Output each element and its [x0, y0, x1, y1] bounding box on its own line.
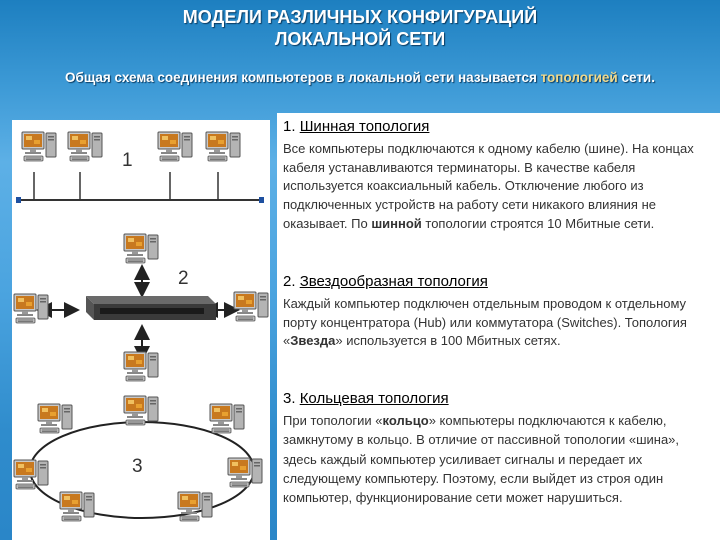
text-part: » используется в 100 Мбитных сетях.: [335, 333, 561, 349]
bus-terminator-right: [259, 197, 264, 203]
star-diagram-label: 2: [178, 268, 189, 289]
star-topology-diagram: [36, 264, 240, 362]
ring-computer-icon-2: [122, 394, 162, 434]
text-part: » компьютеры подключаются к кабелю, замк…: [283, 413, 680, 506]
ring-diagram-label: 3: [132, 456, 143, 477]
subtitle-text-after: сети.: [617, 70, 655, 85]
section-number: 2.: [283, 273, 296, 290]
star-computer-icon-right: [232, 290, 272, 330]
ring-computer-icon-3: [208, 402, 248, 442]
bus-computer-icon-1: [20, 130, 60, 170]
section-title: Шинная топология: [299, 118, 430, 135]
ring-computer-icon-7: [176, 490, 216, 530]
page-title: МОДЕЛИ РАЗЛИЧНЫХ КОНФИГУРАЦИЙ ЛОКАЛЬНОЙ …: [0, 6, 720, 50]
star-computer-icon-left: [12, 292, 52, 332]
ring-computer-icon-4: [12, 458, 52, 498]
title-line-1: МОДЕЛИ РАЗЛИЧНЫХ КОНФИГУРАЦИЙ: [182, 7, 538, 27]
bus-diagram-label: 1: [122, 150, 133, 171]
section-text-bus: Все компьютеры подключаются к одному каб…: [283, 140, 713, 234]
bus-terminator-left: [16, 197, 21, 203]
section-text-ring: При топологии «кольцо» компьютеры подклю…: [283, 411, 713, 507]
section-title: Звездообразная топология: [299, 273, 488, 290]
bus-computer-icon-2: [66, 130, 106, 170]
ring-computer-icon-6: [58, 490, 98, 530]
subtitle-highlight: топологией: [540, 70, 618, 85]
section-number: 3.: [283, 390, 296, 407]
star-computer-icon-bottom: [122, 350, 162, 390]
bus-topology-diagram: [16, 172, 264, 203]
network-switch: [86, 296, 216, 320]
subtitle: Общая схема соединения компьютеров в лок…: [0, 70, 720, 85]
text-bold: шинной: [371, 215, 422, 231]
title-line-2: ЛОКАЛЬНОЙ СЕТИ: [274, 29, 446, 49]
ring-computer-icon-1: [36, 402, 76, 442]
subtitle-text-before: Общая схема соединения компьютеров в лок…: [64, 70, 541, 85]
section-number: 1.: [283, 118, 296, 135]
text-part: Все компьютеры подключаются к одному каб…: [283, 141, 694, 231]
bus-computer-icon-4: [204, 130, 244, 170]
section-title: Кольцевая топология: [299, 390, 449, 407]
text-bold: кольцо: [382, 413, 429, 428]
ring-computer-icon-5: [226, 456, 266, 496]
content-panel-text: [277, 113, 720, 540]
text-part: топологии строятся 10 Мбитные сети.: [421, 215, 655, 231]
section-text-star: Каждый компьютер подключен отдельным про…: [283, 295, 713, 351]
text-bold: Звезда: [290, 333, 336, 349]
bus-computer-icon-3: [156, 130, 196, 170]
text-part: При топологии «: [283, 413, 383, 428]
text-part: Каждый компьютер подключен отдельным про…: [283, 296, 687, 349]
section-heading-bus: 1. Шинная топология: [283, 118, 429, 135]
section-heading-ring: 3. Кольцевая топология: [283, 390, 449, 407]
star-computer-icon-top: [122, 232, 162, 272]
section-heading-star: 2. Звездообразная топология: [283, 273, 488, 290]
